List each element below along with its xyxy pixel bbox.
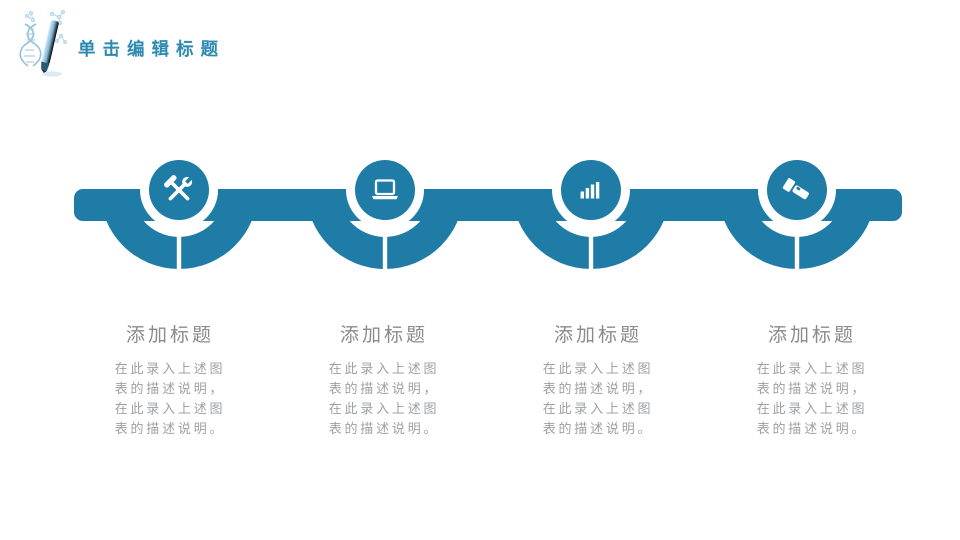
step-title[interactable]: 添加标题 [125, 324, 214, 346]
step-circle-2 [355, 160, 415, 220]
step-description[interactable]: 在此录入上述图 表的描述说明， 在此录入上述图 表的描述说明。 [756, 362, 868, 437]
step-description[interactable]: 在此录入上述图 表的描述说明， 在此录入上述图 表的描述说明。 [542, 362, 654, 437]
step-column-3: 添加标题 在此录入上述图 表的描述说明， 在此录入上述图 表的描述说明。 [512, 320, 684, 440]
bar-chart-icon [580, 182, 600, 199]
flashlight-icon [782, 178, 809, 200]
tools-icon [164, 175, 194, 201]
slide-title[interactable]: 单击编辑标题 [78, 40, 225, 60]
step-description[interactable]: 在此录入上述图 表的描述说明， 在此录入上述图 表的描述说明。 [328, 362, 440, 437]
step-title[interactable]: 添加标题 [767, 324, 856, 346]
step-description[interactable]: 在此录入上述图 表的描述说明， 在此录入上述图 表的描述说明。 [114, 362, 226, 437]
ribbon-band [74, 189, 902, 269]
step-title[interactable]: 添加标题 [553, 324, 642, 346]
dna-pen-logo-icon [19, 9, 67, 77]
laptop-icon [372, 179, 398, 200]
step-title[interactable]: 添加标题 [339, 324, 428, 346]
step-column-4: 添加标题 在此录入上述图 表的描述说明， 在此录入上述图 表的描述说明。 [726, 320, 898, 440]
step-column-2: 添加标题 在此录入上述图 表的描述说明， 在此录入上述图 表的描述说明。 [298, 320, 470, 440]
step-column-1: 添加标题 在此录入上述图 表的描述说明， 在此录入上述图 表的描述说明。 [84, 320, 256, 440]
